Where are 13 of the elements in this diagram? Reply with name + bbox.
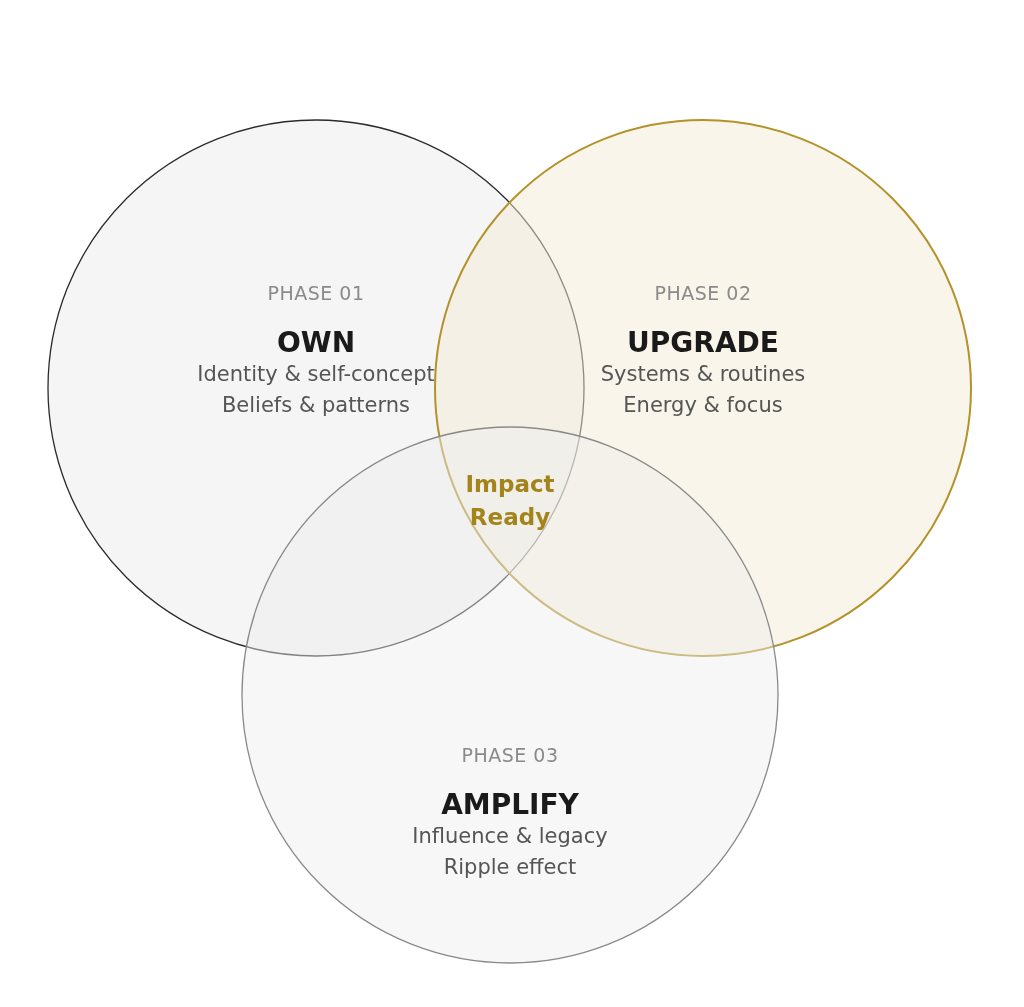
phase-title: UPGRADE (626, 326, 780, 359)
description-text: Systems & routines (599, 362, 807, 386)
phase-title: AMPLIFY (440, 788, 580, 821)
description-text: Ripple effect (442, 855, 578, 879)
description-text: Energy & focus (622, 393, 784, 417)
phase-label: PHASE 01 (266, 282, 366, 304)
description-text: Identity & self-concept (196, 362, 436, 386)
center-label: Impact Ready (464, 470, 556, 532)
phase-label: PHASE 03 (460, 744, 560, 766)
description-text: Beliefs & patterns (220, 393, 412, 417)
phase-title: OWN (275, 326, 357, 359)
phase-label: PHASE 02 (653, 282, 753, 304)
description-text: Influence & legacy (411, 824, 609, 848)
